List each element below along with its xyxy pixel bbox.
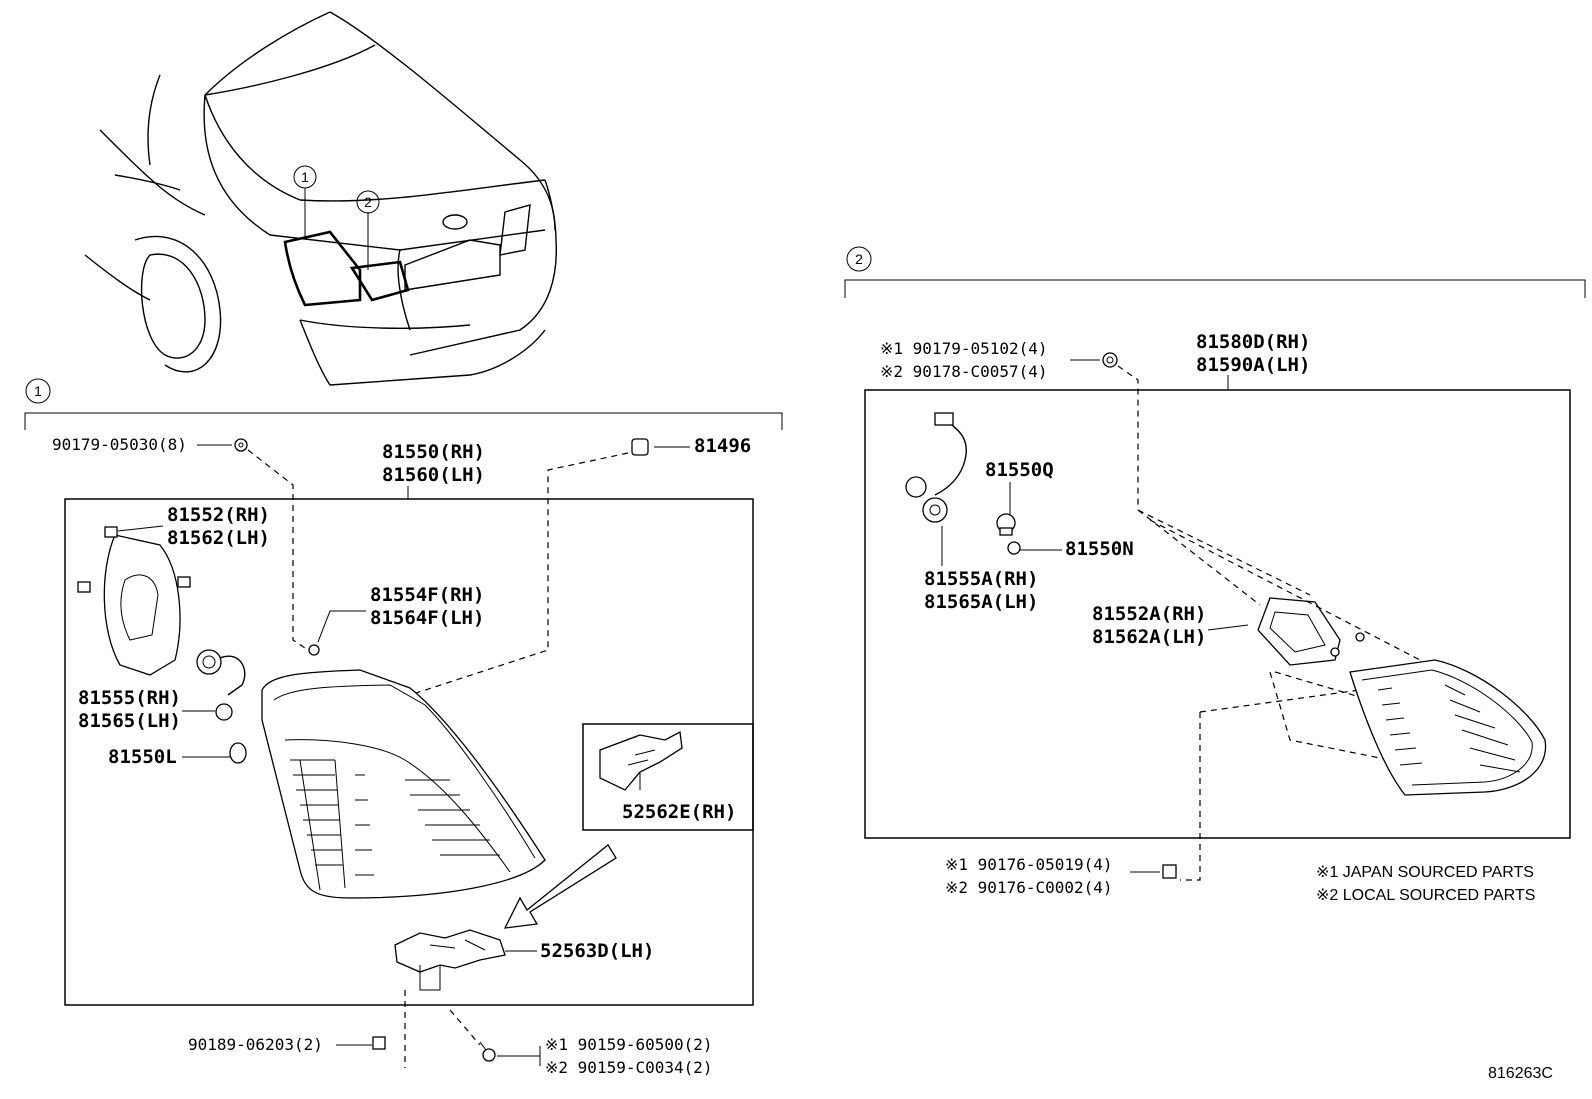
section-2: 2 ※1 90179-05102(4) ※2 90178-C0057(4) 81… bbox=[844, 246, 1586, 904]
label-81554f-rh: 81554F(RH) bbox=[370, 584, 484, 606]
label-81550q: 81550Q bbox=[985, 459, 1054, 481]
label-81565-lh: 81565(LH) bbox=[78, 710, 181, 732]
label-90189-06203: 90189-06203(2) bbox=[188, 1035, 323, 1054]
section-2-marker: 2 bbox=[855, 251, 863, 267]
label-81555-rh: 81555(RH) bbox=[78, 687, 181, 709]
label-81552a-rh: 81552A(RH) bbox=[1092, 603, 1206, 625]
car-rear-illustration: 1 2 bbox=[84, 11, 557, 386]
car-callout-1: 1 bbox=[301, 169, 309, 185]
label-81580d-rh: 81580D(RH) bbox=[1196, 331, 1310, 353]
label-52563d-lh: 52563D(LH) bbox=[540, 940, 654, 962]
label-90176-c0002: ※2 90176-C0002(4) bbox=[945, 878, 1113, 897]
label-81562a-lh: 81562A(LH) bbox=[1092, 626, 1206, 648]
label-81550-rh: 81550(RH) bbox=[382, 441, 485, 463]
label-81550l: 81550L bbox=[108, 746, 177, 768]
section-1-marker: 1 bbox=[34, 383, 42, 399]
label-81564f-lh: 81564F(LH) bbox=[370, 607, 484, 629]
label-81550n: 81550N bbox=[1065, 538, 1134, 560]
label-81496: 81496 bbox=[694, 435, 751, 457]
diagram-code: 816263C bbox=[1488, 1065, 1553, 1082]
label-90179-05030: 90179-05030(8) bbox=[52, 435, 187, 454]
label-90179-05102: ※1 90179-05102(4) bbox=[880, 339, 1048, 358]
inner-tail-lamp bbox=[1349, 659, 1547, 796]
label-81552-rh: 81552(RH) bbox=[167, 504, 270, 526]
section-1: 1 90179-05030(8) 81550(RH) 81560(LH) 814… bbox=[24, 378, 783, 1077]
label-81562-lh: 81562(LH) bbox=[167, 527, 270, 549]
label-81555a-rh: 81555A(RH) bbox=[924, 568, 1038, 590]
tail-lamp-lens bbox=[261, 669, 546, 899]
label-90159-60500: ※1 90159-60500(2) bbox=[545, 1035, 713, 1054]
label-90178-c0057: ※2 90178-C0057(4) bbox=[880, 362, 1048, 381]
label-81590a-lh: 81590A(LH) bbox=[1196, 354, 1310, 376]
label-90159-c0034: ※2 90159-C0034(2) bbox=[545, 1058, 713, 1077]
note-japan-sourced: ※1 JAPAN SOURCED PARTS bbox=[1316, 864, 1534, 881]
label-90176-05019: ※1 90176-05019(4) bbox=[945, 855, 1113, 874]
car-callout-2: 2 bbox=[364, 194, 372, 210]
note-local-sourced: ※2 LOCAL SOURCED PARTS bbox=[1316, 887, 1535, 904]
label-52562e-rh: 52562E(RH) bbox=[622, 801, 736, 823]
label-81560-lh: 81560(LH) bbox=[382, 464, 485, 486]
label-81565a-lh: 81565A(LH) bbox=[924, 591, 1038, 613]
